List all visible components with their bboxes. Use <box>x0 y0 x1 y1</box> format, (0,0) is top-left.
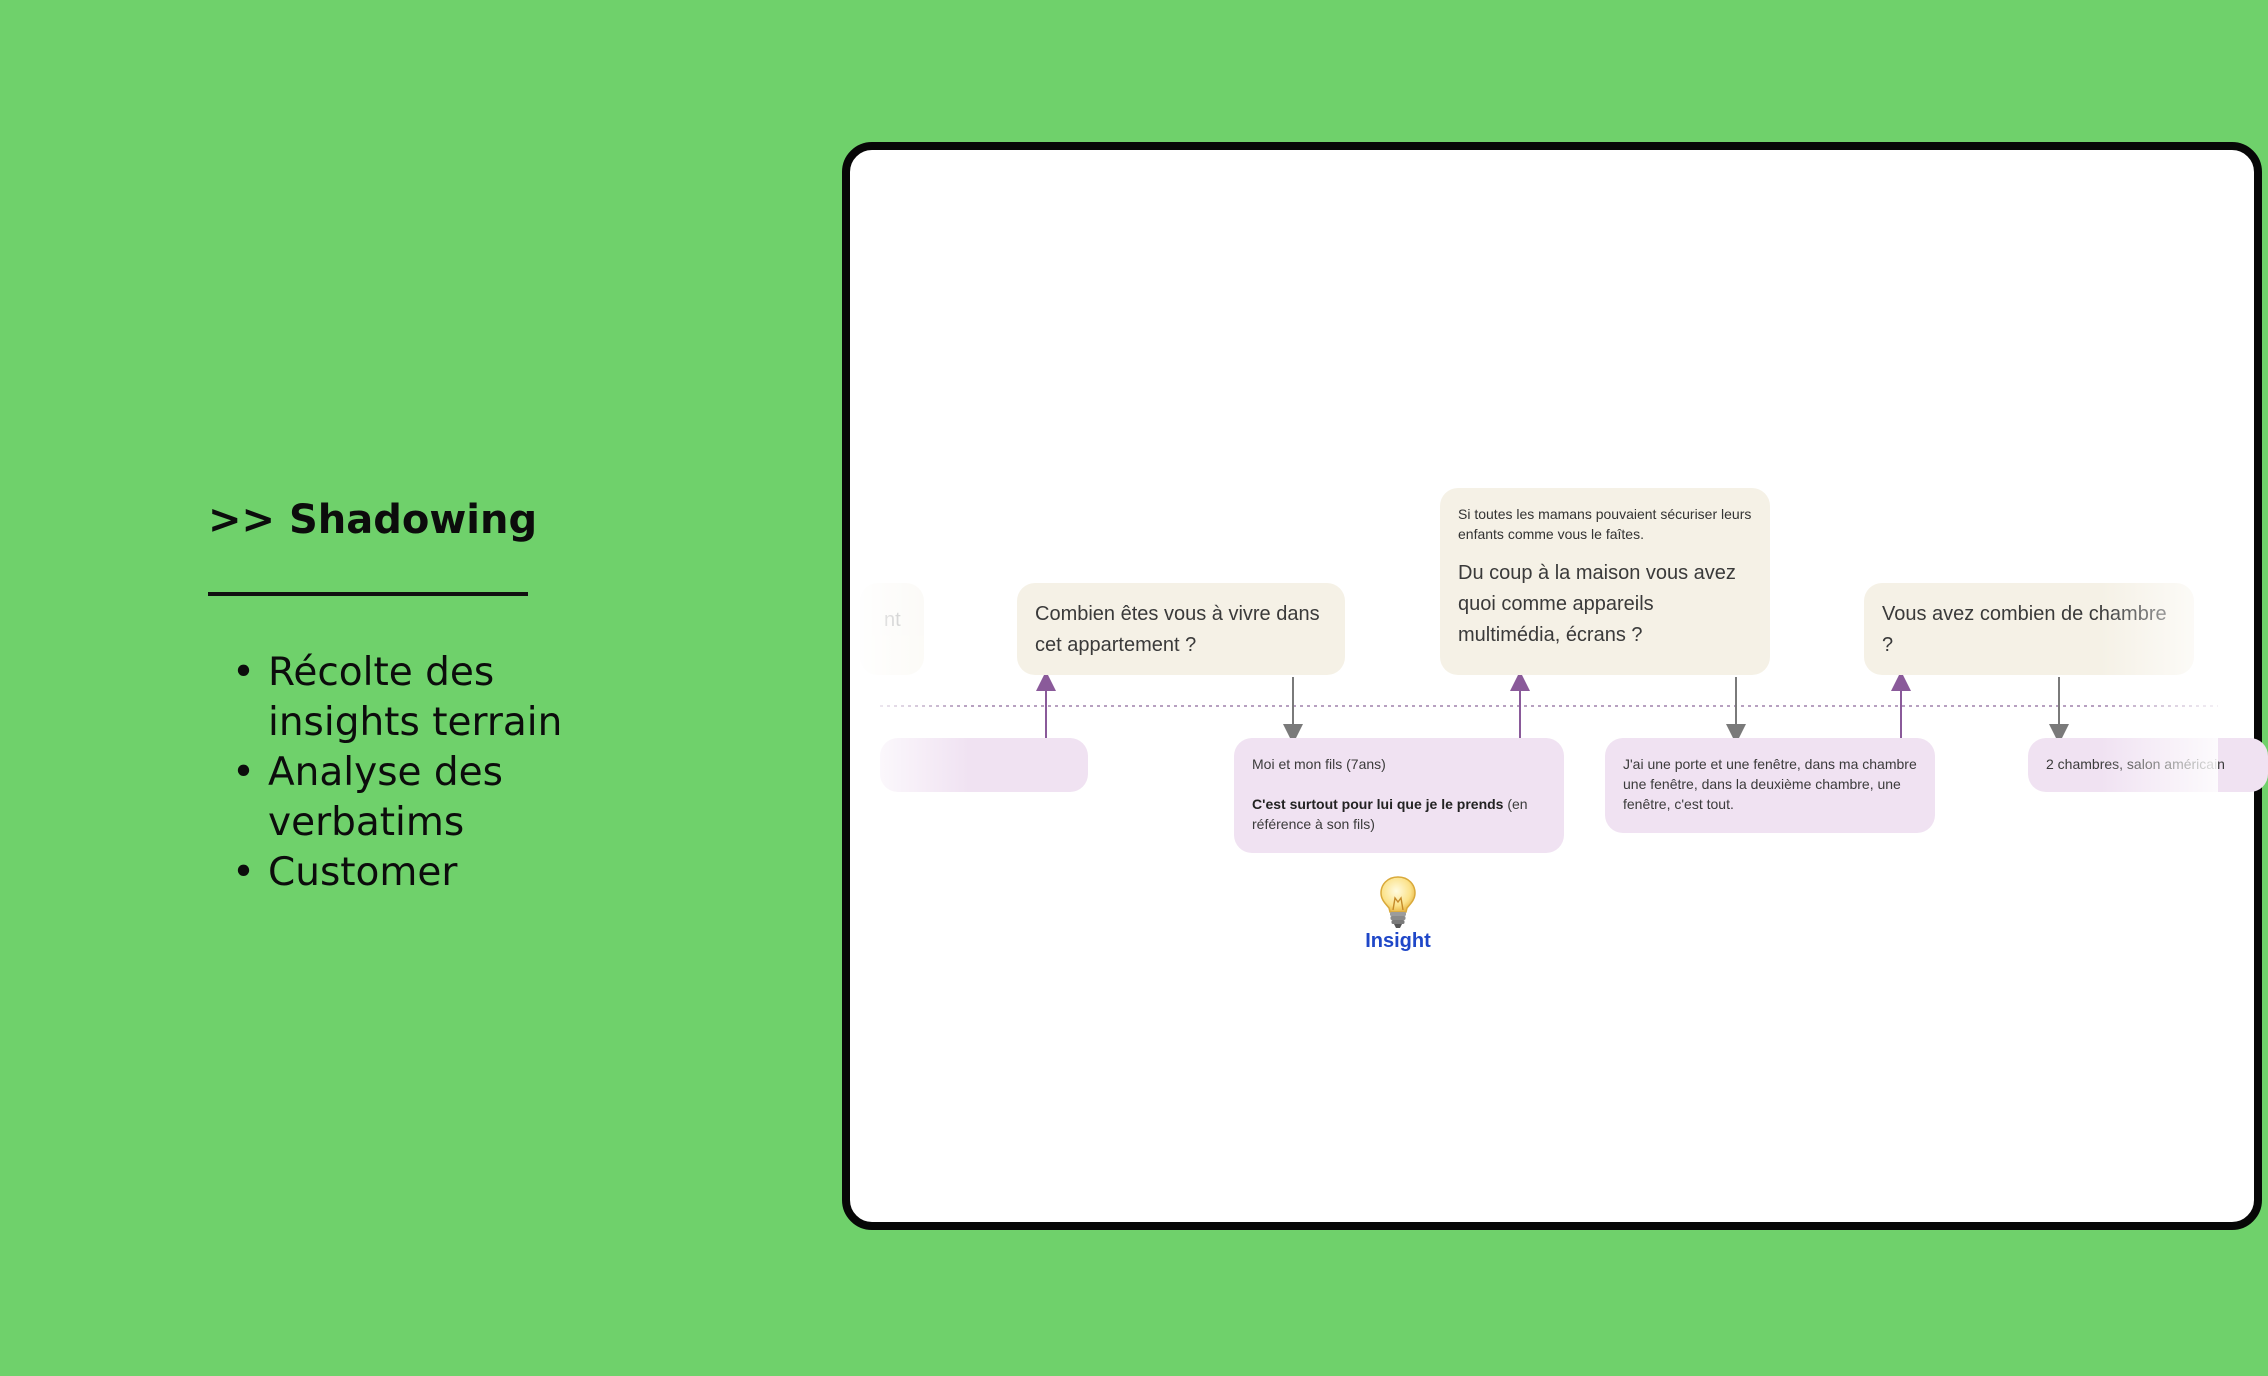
bullet-text: Customer <box>268 850 458 895</box>
answer-card[interactable]: Moi et mon fils (7ans) C'est surtout pou… <box>1234 738 1564 853</box>
bullet-list: • Récolte des insights terrain • Analyse d… <box>230 648 628 898</box>
bullet-text: Récolte des insights terrain <box>268 650 563 745</box>
question-card[interactable]: Combien êtes vous à vivre dans cet appar… <box>1017 583 1345 675</box>
device-frame: nt Combien êtes vous à vivre dans cet ap… <box>842 142 2268 1230</box>
bullet-dot: • <box>232 750 256 795</box>
lightbulb-icon <box>1380 876 1416 928</box>
bullet-text: Analyse des verbatims <box>268 750 503 845</box>
timeline-svg <box>880 671 2218 744</box>
board-canvas: nt Combien êtes vous à vivre dans cet ap… <box>850 488 2268 952</box>
divider <box>208 592 528 596</box>
edge-fade-right <box>2100 560 2218 860</box>
question-text: Du coup à la maison vous avez quoi comme… <box>1458 562 1736 646</box>
left-panel: >> Shadowing • Récolte des insights terra… <box>208 492 628 898</box>
answer-verbatim: C'est surtout pour lui que je le prends … <box>1252 794 1546 834</box>
bullet-dot: • <box>232 650 256 695</box>
bullet-dot: • <box>232 850 256 895</box>
question-context: Si toutes les mamans pouvaient sécuriser… <box>1458 506 1752 542</box>
question-card[interactable]: Si toutes les mamans pouvaient sécuriser… <box>1440 488 1770 675</box>
question-text: Combien êtes vous à vivre dans cet appar… <box>1035 603 1320 656</box>
answer-highlight: C'est surtout pour lui que je le prends <box>1252 796 1504 812</box>
bullet-item: • Analyse des verbatims <box>230 748 628 848</box>
edge-fade-left <box>850 560 970 860</box>
answer-note: (en référence à son fils) <box>1252 796 1528 832</box>
answer-text: Moi et mon fils (7ans) <box>1252 756 1386 772</box>
bullet-item: • Récolte des insights terrain <box>230 648 628 748</box>
question-text: Vous avez combien de chambre ? <box>1882 603 2167 656</box>
answer-card[interactable]: J'ai une porte et une fenêtre, dans ma c… <box>1605 738 1935 833</box>
bullet-item: • Customer <box>230 848 628 898</box>
insight-label: Insight <box>1365 930 1431 952</box>
section-title: >> Shadowing <box>208 497 538 543</box>
answer-text: J'ai une porte et une fenêtre, dans ma c… <box>1623 756 1917 812</box>
